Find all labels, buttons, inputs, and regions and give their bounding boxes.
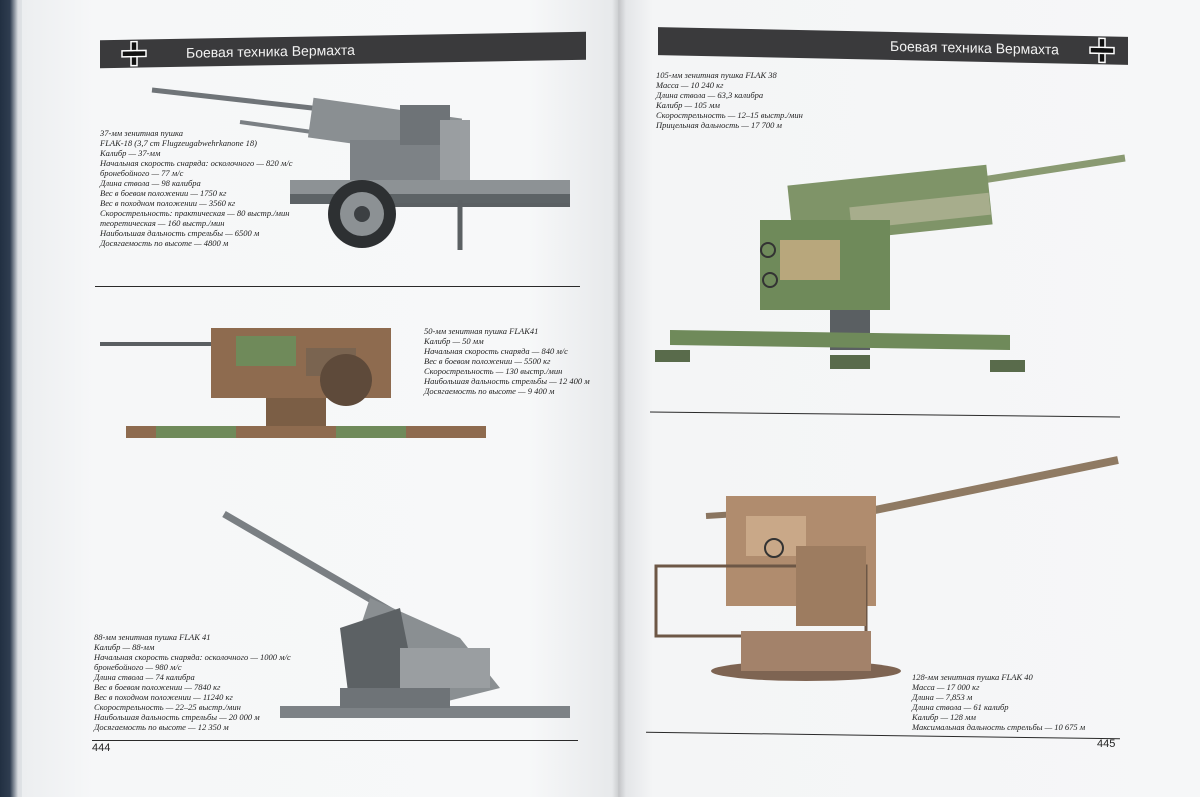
- flak41-88mm-caption: 88-мм зенитная пушка FLAK 41 Калибр — 88…: [94, 632, 291, 732]
- left-header-title: Боевая техника Вермахта: [186, 41, 355, 61]
- right-header-title: Боевая техника Вермахта: [890, 37, 1059, 58]
- flak38-caption: 105-мм зенитная пушка FLAK 38 Масса — 10…: [656, 70, 803, 130]
- flak40-illustration: [654, 456, 1119, 681]
- right-header-bar: Боевая техника Вермахта: [658, 27, 1128, 65]
- balkenkreuz-icon: [121, 40, 147, 67]
- flak41-50mm-illustration: [100, 328, 486, 438]
- flak40-caption: 128-мм зенитная пушка FLAK 40 Масса — 17…: [912, 672, 1086, 732]
- flak41-50mm-caption: 50-мм зенитная пушка FLAK41 Калибр — 50 …: [424, 326, 590, 396]
- flak18-illustration: [151, 87, 570, 250]
- right-page-number: 445: [1097, 738, 1116, 750]
- left-header-bar: Боевая техника Вермахта: [100, 31, 586, 69]
- flak18-caption: 37-мм зенитная пушка FLAK-18 (3,7 cm Flu…: [100, 128, 293, 248]
- flak41-88mm-illustration: [222, 510, 570, 718]
- flak38-illustration: [655, 154, 1126, 372]
- left-page-number: 444: [92, 742, 111, 754]
- balkenkreuz-icon: [1089, 37, 1115, 64]
- book-gutter: [612, 0, 626, 797]
- right-page: [618, 0, 1200, 797]
- bottom-rule: [92, 740, 578, 741]
- section-divider: [95, 286, 580, 287]
